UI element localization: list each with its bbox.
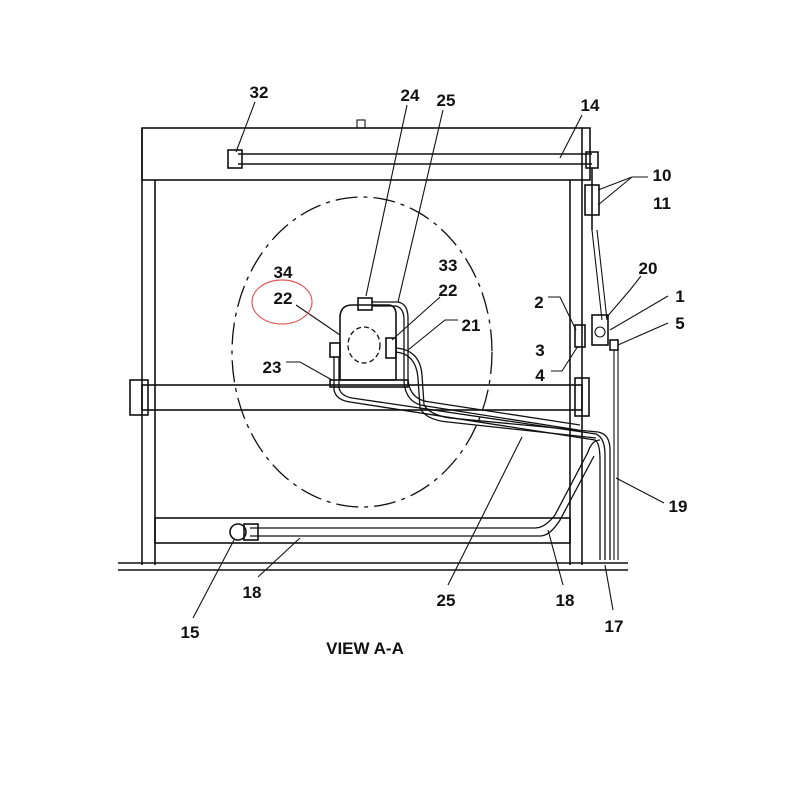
callout-22-right: 22: [439, 281, 458, 300]
callout-24: 24: [401, 86, 420, 105]
callout-11: 11: [653, 194, 671, 213]
callout-3: 3: [535, 341, 544, 360]
callout-25-bottom: 25: [437, 591, 456, 610]
highlight-circle: [251, 279, 313, 325]
callout-14: 14: [581, 96, 600, 115]
callout-32: 32: [250, 83, 269, 102]
callout-4: 4: [535, 366, 545, 385]
callout-18-right: 18: [556, 591, 575, 610]
wheel-outline: [231, 196, 493, 508]
callout-17: 17: [605, 617, 624, 636]
rod-14: [227, 149, 608, 321]
callout-25-top: 25: [437, 91, 456, 110]
pipes: [229, 301, 619, 560]
motor-assembly: [329, 297, 409, 388]
callout-18-left: 18: [243, 583, 262, 602]
callout-10: 10: [653, 166, 672, 185]
callout-19: 19: [669, 497, 688, 516]
frame: [118, 119, 628, 571]
callout-5: 5: [675, 314, 684, 333]
callout-21: 21: [462, 316, 481, 335]
callouts: 32 24 25 14 10 11 34 22 33 22 21 20 1 2 …: [181, 83, 688, 658]
callout-22-left: 22: [274, 289, 293, 308]
callout-20: 20: [639, 259, 658, 278]
callout-2: 2: [534, 293, 543, 312]
callout-23: 23: [263, 358, 282, 377]
callout-33: 33: [439, 256, 458, 275]
callout-34: 34: [274, 263, 293, 282]
leader-lines: [192, 101, 669, 619]
callout-15: 15: [181, 623, 200, 642]
view-title: VIEW A-A: [326, 639, 404, 658]
callout-1: 1: [675, 287, 684, 306]
